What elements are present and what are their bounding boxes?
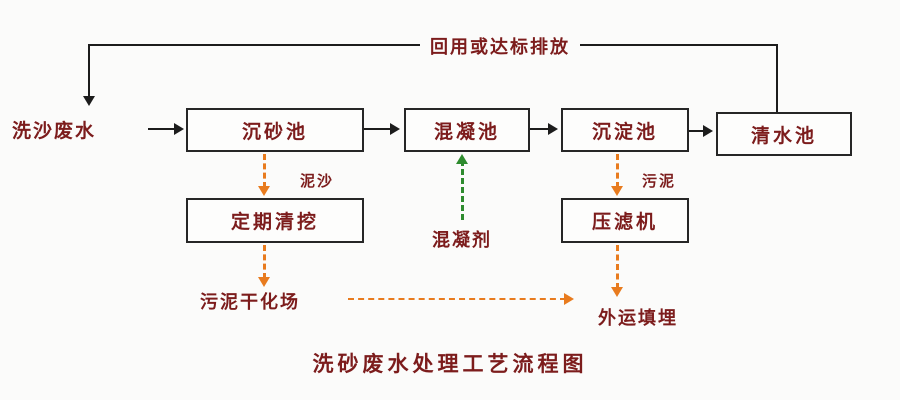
flow-arrowhead-inlet-icon xyxy=(174,123,184,135)
tank-sedimentation: 沉淀池 xyxy=(561,108,689,152)
tank-grit-chamber: 沉砂池 xyxy=(186,108,364,152)
flow-arrowhead-1-icon xyxy=(390,123,400,135)
input-label: 洗沙废水 xyxy=(12,121,97,142)
drying-field-label: 污泥干化场 xyxy=(200,292,300,312)
sludge-line-press xyxy=(616,245,619,289)
sludge-arrowhead-dredging-icon xyxy=(258,277,270,287)
landfill-line-horizontal xyxy=(348,298,566,300)
coagulant-label: 混凝剂 xyxy=(432,230,492,250)
flow-arrowhead-3-icon xyxy=(703,125,713,137)
sludge-line-grit xyxy=(263,154,266,188)
return-label: 回用或达标排放 xyxy=(420,33,580,59)
sand-label: 泥沙 xyxy=(300,174,335,190)
return-line-left xyxy=(88,44,90,96)
sludge-arrowhead-press-icon xyxy=(611,287,623,297)
coagulant-line xyxy=(461,160,464,220)
tank-clearwater: 清水池 xyxy=(716,112,852,156)
sludge-label: 污泥 xyxy=(642,174,677,190)
box-filter-press: 压滤机 xyxy=(561,198,689,243)
tank-coagulation: 混凝池 xyxy=(404,108,530,152)
landfill-label: 外运填埋 xyxy=(598,308,678,328)
sludge-arrowhead-sedimentation-icon xyxy=(611,186,623,196)
box-periodic-dredging: 定期清挖 xyxy=(186,198,364,243)
flow-line-2 xyxy=(530,128,550,130)
flow-line-inlet xyxy=(148,128,176,130)
sludge-arrowhead-grit-icon xyxy=(258,186,270,196)
flow-arrowhead-2-icon xyxy=(548,123,558,135)
diagram-title: 洗砂废水处理工艺流程图 xyxy=(312,352,588,376)
landfill-arrowhead-icon xyxy=(564,293,574,305)
sludge-line-sedimentation xyxy=(616,154,619,188)
sludge-line-dredging xyxy=(263,245,266,279)
flow-line-1 xyxy=(364,128,392,130)
return-line-right xyxy=(776,44,778,112)
return-arrowhead-down-icon xyxy=(83,96,95,106)
flow-line-3 xyxy=(689,130,705,132)
coagulant-arrowhead-up-icon xyxy=(456,154,468,164)
